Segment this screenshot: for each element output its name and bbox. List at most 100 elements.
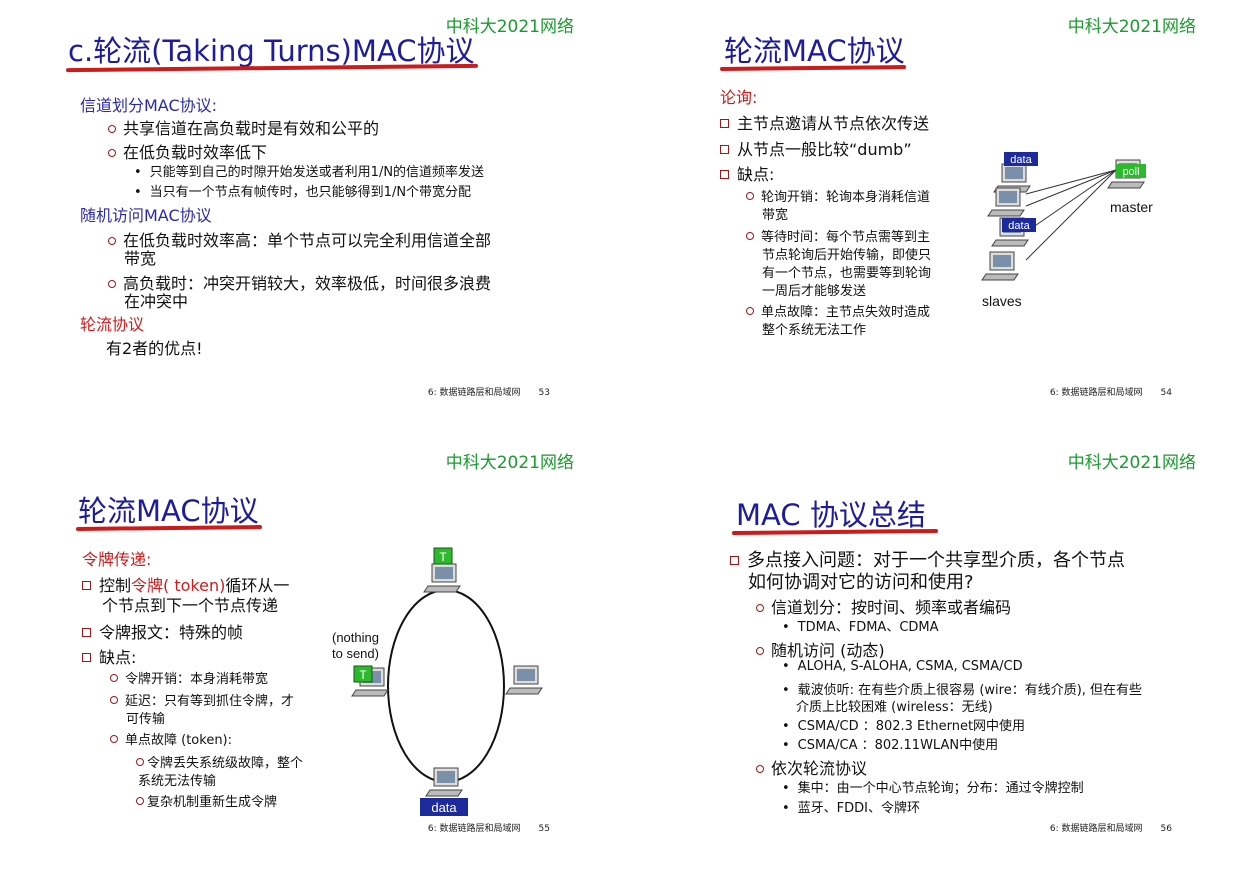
ring-bullet-icon xyxy=(136,758,144,766)
dot-bullet-icon: • xyxy=(782,801,790,816)
slide-55: 中科大2021网络 轮流MAC协议 令牌传递: 控制令牌( token)循环从一… xyxy=(0,436,622,872)
ring-bullet-icon xyxy=(108,280,116,288)
dot-bullet-icon: • xyxy=(782,781,790,796)
data-tag-2-label: data xyxy=(1008,220,1030,232)
bullet-cont: 如何协调对它的访问和使用? xyxy=(748,572,974,593)
title-underline xyxy=(75,525,263,531)
sub-sub-bullet-cont: 系统无法传输 xyxy=(138,774,217,789)
ring-bullet-icon xyxy=(108,149,116,157)
nothing-label-2: to send) xyxy=(332,646,379,661)
sub-sub-bullet: •蓝牙、FDDI、令牌环 xyxy=(782,801,921,816)
slide-title: 轮流MAC协议 xyxy=(724,34,905,68)
sub-bullet: 信道划分：按时间、频率或者编码 xyxy=(756,594,1011,618)
slide-title: 轮流MAC协议 xyxy=(78,494,259,528)
token-ring-diagram: T T (nothing to send) data xyxy=(332,547,543,816)
slide-56: 中科大2021网络 MAC 协议总结 多点接入问题：对于一个共享型介质，各个节点… xyxy=(622,436,1244,872)
bullet: 共享信道在高负载时是有效和公平的 xyxy=(108,115,379,139)
brand-label: 中科大2021网络 xyxy=(445,453,574,473)
dot-bullet-icon: • xyxy=(782,683,790,698)
dot-bullet-icon: • xyxy=(134,185,142,200)
sub-bullet: 单点故障 (token): xyxy=(110,729,232,748)
ring xyxy=(387,589,505,783)
brand-label: 中科大2021网络 xyxy=(1067,453,1196,473)
bullet: 控制令牌( token)循环从一 xyxy=(82,572,289,596)
bullet: 主节点邀请从节点依次传送 xyxy=(720,110,929,134)
bullet: 多点接入问题：对于一个共享型介质，各个节点 xyxy=(730,546,1125,572)
title-underline xyxy=(731,528,939,536)
data-tag xyxy=(420,798,468,816)
square-bullet-icon xyxy=(720,170,729,179)
token-tag-left xyxy=(353,665,373,683)
ring-bullet-icon xyxy=(756,647,764,655)
sub-bullet: 随机访问 (动态) xyxy=(756,637,885,661)
heading-random: 随机访问MAC协议 xyxy=(80,206,212,225)
sub-sub-bullet: •CSMA/CA ：802.11WLAN中使用 xyxy=(782,738,999,753)
text-line: 有2者的优点! xyxy=(106,339,203,358)
slide-53: 中科大2021网络 c.轮流(Taking Turns)MAC协议 信道划分MA… xyxy=(0,0,622,436)
dot-bullet-icon: • xyxy=(782,620,790,635)
node-bottom-computer-icon xyxy=(425,767,463,797)
sub-bullet: 依次轮流协议 xyxy=(756,755,867,779)
slave-computer-icon xyxy=(987,187,1025,217)
data-tag-label: data xyxy=(431,800,457,815)
slave-computer-icon xyxy=(981,251,1019,281)
dot-bullet-icon: • xyxy=(782,738,790,753)
sub-bullet-cont: 节点轮询后开始传输，即使只 xyxy=(762,248,932,263)
ring-bullet-icon xyxy=(756,765,764,773)
data-tag-2 xyxy=(1002,218,1036,232)
ring-bullet-icon xyxy=(756,604,764,612)
data-tag-1 xyxy=(1004,152,1038,166)
heading-polling: 论询: xyxy=(720,88,758,107)
title-underline xyxy=(719,65,907,71)
sub-sub-bullet: •集中：由一个中心节点轮询；分布：通过令牌控制 xyxy=(782,781,1084,796)
sub-bullet: 单点故障：主节点失效时造成 xyxy=(746,301,930,320)
ring-bullet-icon xyxy=(136,797,144,805)
square-bullet-icon xyxy=(82,628,91,637)
sub-sub-bullet: •ALOHA, S-ALOHA, CSMA, CSMA/CD xyxy=(782,659,1023,674)
sub-sub-bullet-cont: 介质上比较困难 (wireless：无线) xyxy=(796,700,993,715)
bullet: 缺点: xyxy=(720,161,774,185)
square-bullet-icon xyxy=(82,653,91,662)
ring-bullet-icon xyxy=(110,735,118,743)
sub-bullet: •只能等到自己的时隙开始发送或者利用1/N的信道频率发送 xyxy=(134,165,485,180)
node-top-computer-icon xyxy=(423,563,461,593)
sub-bullet-cont: 可传输 xyxy=(126,712,166,727)
brand-label: 中科大2021网络 xyxy=(445,17,574,37)
square-bullet-icon xyxy=(720,119,729,128)
ring-bullet-icon xyxy=(108,237,116,245)
polling-diagram: data data poll master slaves xyxy=(981,152,1153,309)
heading-turns: 轮流协议 xyxy=(80,315,145,334)
poll-tag-label: poll xyxy=(1122,166,1139,178)
sub-bullet-cont: 整个系统无法工作 xyxy=(762,323,867,338)
heading-channel: 信道划分MAC协议: xyxy=(80,96,218,115)
heading-token: 令牌传递: xyxy=(82,550,152,569)
ring-bullet-icon xyxy=(110,696,118,704)
data-tag-1-label: data xyxy=(1010,154,1032,166)
sub-sub-bullet: 复杂机制重新生成令牌 xyxy=(136,791,277,810)
square-bullet-icon xyxy=(730,556,739,565)
poll-tag xyxy=(1116,164,1146,178)
dot-bullet-icon: • xyxy=(134,165,142,180)
brand-label: 中科大2021网络 xyxy=(1067,17,1196,37)
bullet-cont: 在冲突中 xyxy=(124,292,189,311)
bullet: 缺点: xyxy=(82,644,136,668)
sub-bullet-cont: 带宽 xyxy=(762,208,789,223)
ring-bullet-icon xyxy=(746,232,754,240)
ring-bullet-icon xyxy=(746,307,754,315)
ring-bullet-icon xyxy=(746,192,754,200)
sub-bullet: 令牌开销：本身消耗带宽 xyxy=(110,668,268,687)
master-label: master xyxy=(1110,199,1153,215)
bullet: 从节点一般比较“dumb” xyxy=(720,136,912,160)
sub-sub-bullet: •TDMA、FDMA、CDMA xyxy=(782,620,939,635)
slaves-label: slaves xyxy=(982,293,1022,309)
dot-bullet-icon: • xyxy=(782,659,790,674)
bus-lines xyxy=(1025,169,1117,261)
sub-sub-bullet: •CSMA/CD ：802.3 Ethernet网中使用 xyxy=(782,719,1026,734)
sub-bullet: •当只有一个节点有帧传时，也只能够得到1/N个带宽分配 xyxy=(134,185,472,200)
sub-sub-bullet: •载波侦听: 在有些介质上很容易 (wire：有线介质), 但在有些 xyxy=(782,683,1143,698)
sub-bullet-cont: 有一个节点，也需要等到轮询 xyxy=(762,266,932,281)
